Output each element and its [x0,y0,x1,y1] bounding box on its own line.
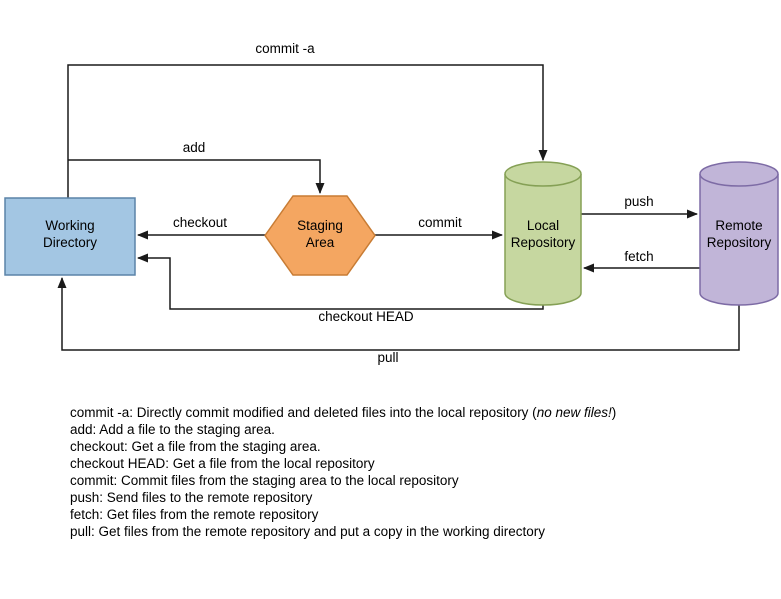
edge-label-checkout: checkout [173,215,227,230]
legend-line-checkout: checkout: Get a file from the staging ar… [70,439,321,454]
edge-label-push: push [624,194,653,209]
git-workflow-diagram: commit -a add checkout commit push fetch… [4,41,779,365]
node-remote-repository: Remote Repository [699,161,779,306]
legend-line-fetch: fetch: Get files from the remote reposit… [70,507,319,522]
node-staging-area: Staging Area [264,195,376,276]
staging-area-label-line1: Staging [297,218,343,233]
legend-line-commit: commit: Commit files from the staging ar… [70,473,459,488]
legend-line-add: add: Add a file to the staging area. [70,422,275,437]
arrow-commit-a [67,64,548,198]
arrow-checkout-head [137,253,544,310]
legend-commit-a-suffix: ) [611,405,617,420]
legend-line-push: push: Send files to the remote repositor… [70,490,313,505]
remote-repository-label-line1: Remote [715,218,762,233]
node-local-repository: Local Repository [504,161,582,306]
working-directory-box [4,197,136,276]
remote-repository-cylinder-top [699,161,779,187]
edge-label-checkout-head: checkout HEAD [318,309,414,324]
remote-repository-label-line2: Repository [707,235,772,250]
remote-repository-cylinder-body [699,174,779,306]
working-directory-label-line2: Directory [43,235,97,250]
arrow-pull [57,277,740,351]
edge-label-commit: commit [418,215,462,230]
legend-commit-a-italic: no new files! [536,405,612,420]
edge-label-fetch: fetch [624,249,653,264]
local-repository-label-line2: Repository [511,235,576,250]
local-repository-cylinder-top [504,161,582,187]
local-repository-cylinder-body [504,174,582,306]
edge-label-commit-a: commit -a [255,41,315,56]
working-directory-label-line1: Working [45,218,94,233]
edge-label-pull: pull [377,350,398,365]
staging-area-label-line2: Area [306,235,335,250]
arrow-add [68,159,325,194]
legend-line-pull: pull: Get files from the remote reposito… [70,524,545,539]
legend-line-checkout-head: checkout HEAD: Get a file from the local… [70,456,375,471]
local-repository-label-line1: Local [527,218,559,233]
node-working-directory: Working Directory [4,197,136,276]
legend-line-commit-a: commit -a: Directly commit modified and … [70,404,750,421]
legend-commit-a-text: commit -a: Directly commit modified and … [70,405,537,420]
legend: commit -a: Directly commit modified and … [70,404,750,540]
edge-label-add: add [183,140,206,155]
staging-area-hexagon [264,195,376,276]
